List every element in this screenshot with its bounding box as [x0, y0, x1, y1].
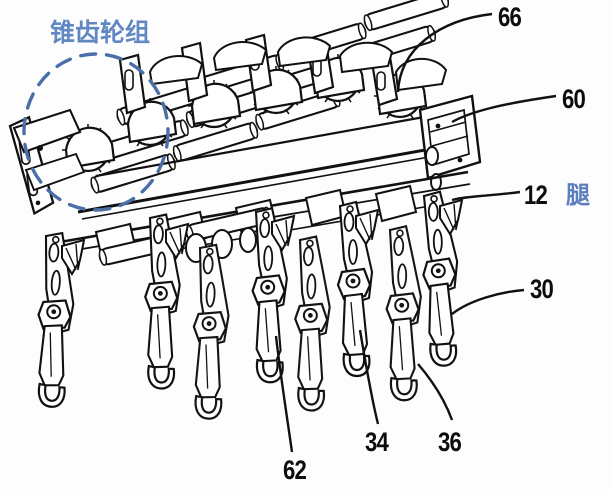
leg-label: 腿: [566, 181, 590, 209]
callout-30: 30: [530, 274, 554, 304]
bevel-gear-highlight-circle: [22, 52, 170, 212]
leader-lines: [274, 12, 557, 453]
callout-66: 66: [498, 2, 522, 32]
callout-34: 34: [365, 427, 389, 457]
callout-36: 36: [438, 427, 462, 457]
callout-12: 12: [524, 180, 548, 210]
bevel-gear-label: 锥齿轮组: [50, 18, 151, 47]
callout-62: 62: [283, 455, 307, 485]
callout-60: 60: [562, 84, 586, 114]
leg-group: [31, 190, 464, 421]
